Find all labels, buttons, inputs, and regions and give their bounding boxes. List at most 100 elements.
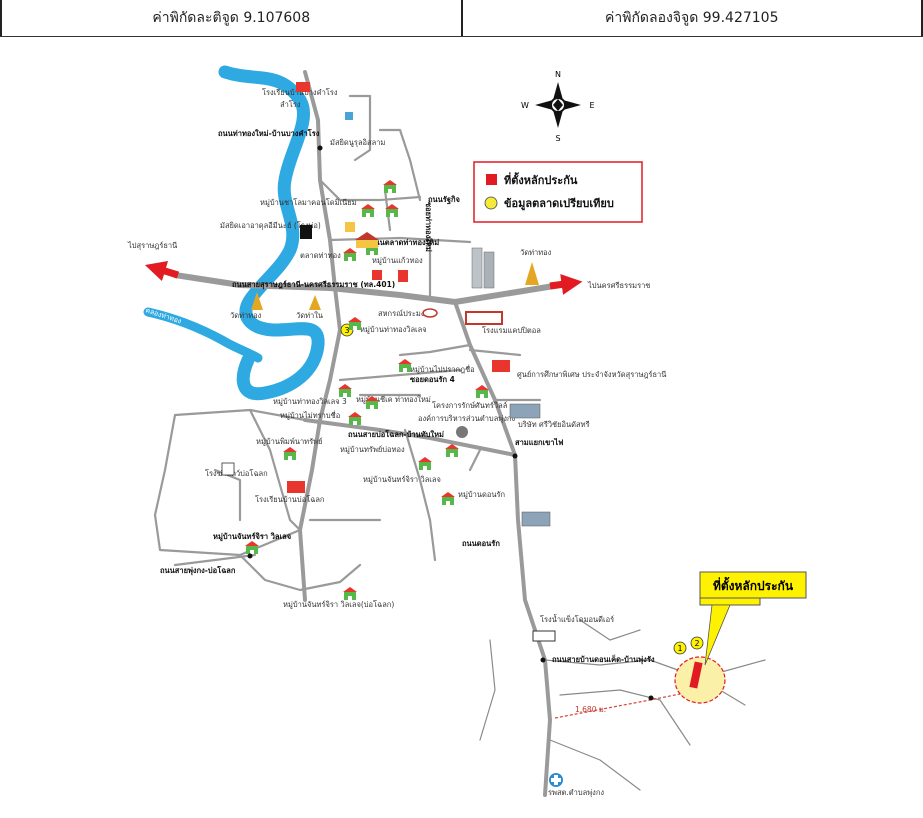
road-label-6: ถนนสายบ่อโฉลก-บ้านทับใหม่	[348, 429, 444, 439]
place-school-bochalok: โรงเรียนบ้านบ่อโฉลก	[255, 495, 324, 504]
arrow-left	[144, 261, 180, 282]
collateral-area[interactable]	[674, 656, 726, 704]
village-house-icon	[441, 492, 455, 505]
river	[218, 65, 325, 401]
road-label-3: ถนนตลาดท่าทองใหม่	[370, 238, 439, 247]
collateral-plot-icon[interactable]	[689, 661, 703, 689]
place-village-sapbothong: หมู่บ้านทรัพย์บ่อทอง	[340, 445, 405, 454]
junction-dot	[648, 695, 654, 701]
place-market: ตลาดท่าทอง	[300, 251, 341, 260]
place-temple-1: วัดท่าทอง	[230, 311, 262, 320]
village-house-icon	[418, 457, 432, 470]
road-label-2: ถนนรัฐกิจ	[428, 195, 460, 205]
factory-icon	[509, 403, 541, 419]
direction-surat: ไปสุราษฎร์ธานี	[127, 241, 177, 250]
market-roof-icon	[355, 232, 379, 240]
road-label-8: ถนนดอนรัก	[462, 539, 500, 548]
place-village-chanjira: หมู่บ้านจันทร์จิรา วิลเลจ	[363, 475, 441, 484]
highway-401	[172, 272, 563, 305]
hotel-icon	[465, 311, 503, 325]
place-health-center: รพสต.ตำบลพุ่งกง	[548, 788, 604, 797]
legend-collateral-label: ที่ตั้งหลักประกัน	[504, 172, 578, 187]
place-lamrong: ลำโรง	[280, 100, 301, 109]
ice-factory-icon	[532, 630, 556, 642]
place-village-kaewthong: หมู่บ้านแก้วทอง	[372, 256, 423, 265]
donrak-road	[453, 300, 552, 797]
temple-stupa-icon	[251, 292, 263, 310]
slaughterhouse-icon	[221, 462, 235, 476]
place-slaughterhouse: โรงฆ่าสัตว์บ่อโฉลก	[205, 469, 268, 478]
marker-2-label: 2	[694, 639, 699, 648]
callout-pointer	[704, 604, 731, 666]
place-sao-phungkong: องค์การบริหารส่วนตำบลพุ่งกง	[418, 414, 515, 423]
junction-dot	[317, 145, 323, 151]
compass-rose-icon	[535, 82, 581, 128]
village-house-icon	[398, 359, 412, 372]
village-house-icon	[348, 412, 362, 425]
place-mosque-2: มัสยิดเอาอาดุลอีมีนะฮ์ (โรงพ่อ)	[220, 221, 321, 230]
place-temple-3: วัดท่าทอง	[520, 248, 552, 257]
latitude-label: ค่าพิกัดละติจูด 9.107608	[0, 0, 461, 36]
shop-icon	[372, 270, 382, 280]
village-house-icon	[245, 541, 259, 554]
school-flag-icon	[296, 82, 310, 92]
legend-collateral-icon	[486, 174, 497, 185]
callout-box	[699, 571, 807, 599]
place-project-raksan: โครงการรักษ์ศันทร์วิลล์	[432, 401, 507, 410]
place-hotel: โรงแรมแคปปิตอล	[482, 326, 541, 335]
place-temple-2: วัดท่าใน	[296, 311, 323, 320]
road-label-1: ถนนท่าทองใหม่-บ้านบางคำโรง	[218, 128, 320, 138]
village-house-icon	[445, 444, 459, 457]
arrow-right	[549, 274, 583, 295]
place-village-donrak: หมู่บ้านดอนรัก	[458, 490, 505, 499]
tower-icon	[471, 247, 483, 289]
callout-label: ที่ตั้งหลักประกัน	[713, 576, 794, 593]
toyota-logo-icon	[422, 308, 438, 318]
mosque-icon	[300, 225, 312, 239]
junction-dot	[247, 553, 253, 559]
building-icon	[345, 222, 355, 232]
place-village-chanjira-bochalok: หมู่บ้านจันทร์จิรา วิลเลจ(บ่อโฉลก)	[283, 600, 394, 609]
shop-icon	[398, 270, 408, 282]
place-village-thathong: หมู่บ้านท่าทองวิลเลจ	[360, 325, 427, 334]
village-house-icon	[338, 384, 352, 397]
road-label-11: หมู่บ้านจันทร์จิรา วิลเลจ	[213, 532, 291, 542]
market-marker-1[interactable]	[673, 641, 687, 655]
place-company-sriwichai: บริษัท ศรีวิชัยอินดัสทรี	[518, 420, 590, 429]
road-label-9: ถนนสายบ้านดอนเค็ด-บ้านพุ่งรัง	[552, 654, 655, 664]
road-label-5: ซอยดอนรัก 4	[410, 375, 455, 384]
market-marker-2[interactable]	[690, 636, 704, 650]
road-label-10: ถนนสายพุ่งกง-บ่อโฉลก	[160, 565, 236, 575]
temple-stupa-icon	[309, 295, 321, 310]
health-icon	[345, 112, 353, 120]
marker-1-label: 1	[677, 644, 682, 653]
place-special-ed-center: ศูนย์การศึกษาพิเศษ ประจำจังหวัดสุราษฎร์ธ…	[517, 370, 666, 379]
junction-dot	[540, 657, 546, 663]
place-coop: สหกรณ์ประมง	[378, 309, 425, 318]
compass-w: W	[521, 101, 529, 110]
place-village-chaloma: หมู่บ้านชาโลมาคอนโดมิเนียม	[260, 198, 357, 207]
village-house-icon	[348, 317, 362, 330]
place-village-ck: หมู่บ้านชีเค ท่าทองใหม่	[356, 395, 431, 404]
legend-market-icon	[484, 196, 498, 210]
road-label-7: สามแยกเขาไฟ	[515, 437, 564, 447]
compass-e: E	[589, 101, 594, 110]
village-house-icon	[361, 204, 375, 217]
government-emblem-icon	[456, 426, 468, 438]
road-label-12: ซอยท่าทองใหม่	[424, 202, 433, 252]
school-flag-icon	[287, 481, 305, 493]
village-house-icon	[343, 248, 357, 261]
distance-label: 1,680 ม.	[575, 705, 606, 714]
canal	[143, 307, 263, 363]
school-flag-icon	[492, 360, 510, 372]
legend-box	[473, 161, 643, 223]
village-house-icon	[283, 447, 297, 460]
direction-nakhon: ไปนครศรีธรรมราช	[587, 281, 650, 290]
place-school-bangkhamrong: โรงเรียนบ้านบางคำโรง	[262, 88, 338, 97]
place-mosque-1: มัสยิดนูรุลอิสลาม	[330, 138, 385, 147]
place-village-pimna: หมู่บ้านพิมพ์นาทรัพย์	[256, 437, 322, 446]
longitude-label: ค่าพิกัดลองจิจูด 99.427105	[460, 0, 923, 36]
village-house-icon	[383, 180, 397, 193]
junction-dot	[512, 453, 518, 459]
